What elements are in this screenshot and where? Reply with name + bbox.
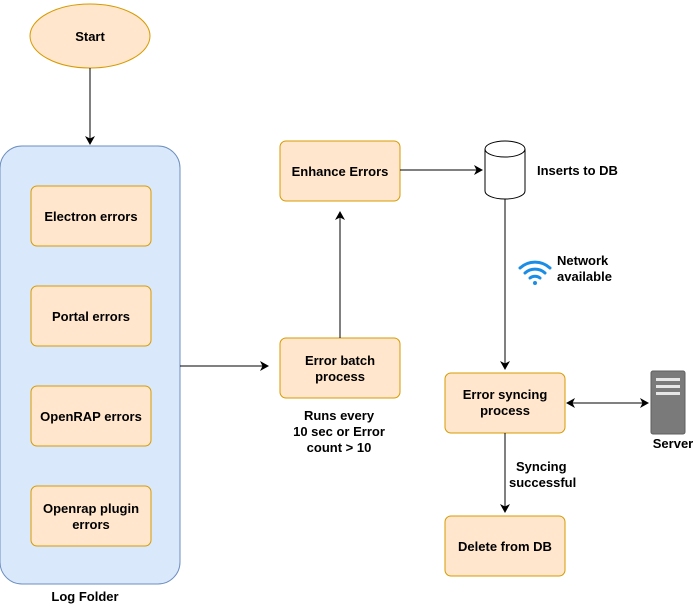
enhance-errors-node: Enhance Errors xyxy=(279,140,401,202)
syncing-successful-line1: Syncing xyxy=(516,459,567,474)
runs-every-line2: 10 sec or Error xyxy=(293,424,385,439)
openrap-errors-node: OpenRAP errors xyxy=(30,385,152,447)
wifi-icon xyxy=(518,260,552,285)
electron-errors-node: Electron errors xyxy=(30,185,152,247)
runs-every-annotation: Runs every 10 sec or Error count > 10 xyxy=(293,408,385,455)
start-label: Start xyxy=(75,29,105,44)
error-syncing-label-line2: process xyxy=(480,403,530,418)
inserts-to-db-label: Inserts to DB xyxy=(537,163,618,178)
enhance-errors-label: Enhance Errors xyxy=(292,164,389,179)
server-icon xyxy=(650,370,686,435)
portal-errors-label: Portal errors xyxy=(52,309,130,324)
openrap-plugin-errors-label-line1: Openrap plugin xyxy=(43,501,139,516)
error-syncing-node: Error syncing process xyxy=(444,372,566,434)
syncing-successful-line2: successful xyxy=(509,475,576,490)
log-folder-container: Log Folder xyxy=(0,145,181,604)
server-label: Server xyxy=(653,436,693,451)
openrap-plugin-errors-node: Openrap plugin errors xyxy=(30,485,152,547)
log-folder-label: Log Folder xyxy=(51,589,118,604)
delete-from-db-node: Delete from DB xyxy=(444,515,566,577)
runs-every-line1: Runs every xyxy=(304,408,375,423)
openrap-errors-label: OpenRAP errors xyxy=(40,409,142,424)
error-batch-label-line1: Error batch xyxy=(305,353,375,368)
error-batch-node: Error batch process xyxy=(279,337,401,399)
runs-every-line3: count > 10 xyxy=(307,440,372,455)
electron-errors-label: Electron errors xyxy=(44,209,137,224)
start-node: Start xyxy=(29,3,151,69)
delete-from-db-label: Delete from DB xyxy=(458,539,552,554)
portal-errors-node: Portal errors xyxy=(30,285,152,347)
openrap-plugin-errors-label-line2: errors xyxy=(72,517,110,532)
error-syncing-label-line1: Error syncing xyxy=(463,387,548,402)
network-available-line1: Network xyxy=(557,253,609,268)
database-icon xyxy=(484,140,526,200)
network-available-line2: available xyxy=(557,269,612,284)
error-batch-label-line2: process xyxy=(315,369,365,384)
